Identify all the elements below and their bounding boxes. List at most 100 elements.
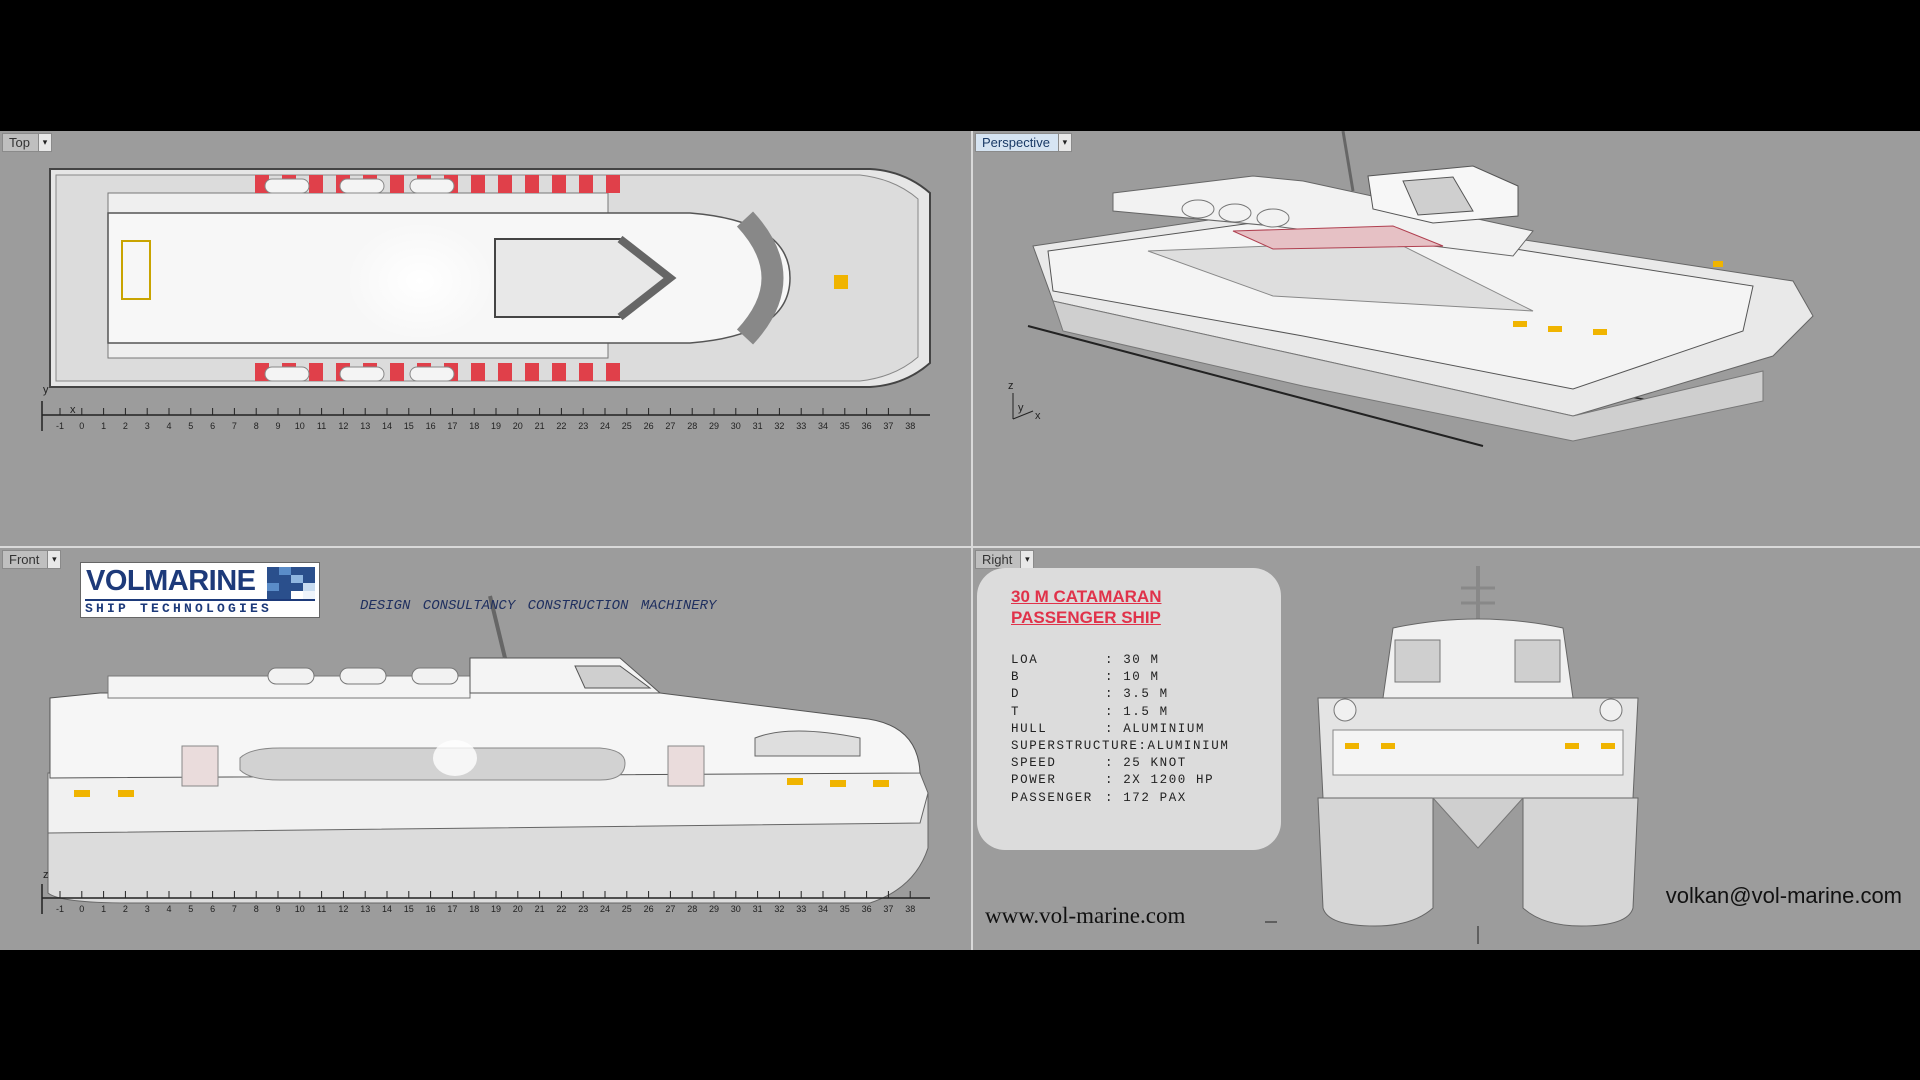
viewport-right[interactable]: z Right ▾ 30 M CATAMARAN PASSENGER SHIP … [973,548,1920,950]
viewport-tab-top[interactable]: Top ▾ [2,133,52,152]
ruler-tick-label: 22 [556,904,566,914]
chevron-down-icon[interactable]: ▾ [1020,551,1034,568]
ruler-tick-label: 30 [731,421,741,431]
ruler-tick-label: 1 [101,421,106,431]
ruler-tick-label: 7 [232,421,237,431]
logo-brand: VOLMARINE [86,565,256,597]
logo-tagline: SHIP TECHNOLOGIES [85,599,315,616]
ruler-tick-label: 23 [578,421,588,431]
ruler-tick-label: 11 [317,421,326,431]
spec-row-depth: D: 3.5 M [1011,687,1169,702]
ruler-tick-label: 6 [210,421,215,431]
axis-x-label: x [1035,410,1041,422]
ruler-tick-label: 27 [665,421,675,431]
ruler-tick-label: 0 [79,904,84,914]
ruler-tick-label: 28 [687,421,697,431]
spec-row-superstructure: SUPERSTRUCTURE:ALUMINIUM [1011,739,1230,754]
ruler-tick-label: 12 [338,421,348,431]
ruler-tick-label: 25 [622,904,632,914]
ruler-tick-label: 15 [404,421,414,431]
right-view-model: z [1007,566,1639,944]
ruler-tick-label: 8 [254,421,259,431]
ruler-tick-label: 26 [644,904,654,914]
ruler-tick-label: 29 [709,904,719,914]
axis-z-label: z [43,869,49,881]
ruler-tick-label: 31 [753,421,763,431]
ruler-tick-label: 15 [404,904,414,914]
logo-grid-icon [267,567,315,599]
ruler-tick-label: 20 [513,421,523,431]
ruler-tick-label: 37 [883,421,893,431]
ruler-tick-label: 18 [469,421,479,431]
chevron-down-icon[interactable]: ▾ [47,551,61,568]
spec-list: LOA: 30 M B: 10 M D: 3.5 M T: 1.5 M HULL… [1011,652,1251,807]
ruler-tick-label: -1 [56,904,64,914]
viewport-tab-front[interactable]: Front ▾ [2,550,62,569]
ruler-tick-label: 4 [166,904,171,914]
axis-y-label: y [1018,402,1024,414]
ruler-tick-label: 3 [145,421,150,431]
ruler-tick-label: 38 [905,421,915,431]
spec-card: 30 M CATAMARAN PASSENGER SHIP LOA: 30 M … [977,568,1281,850]
viewport-divider-vertical[interactable] [971,131,973,950]
chevron-down-icon[interactable]: ▾ [37,134,51,151]
viewport-perspective[interactable]: z x y Perspective ▾ [973,131,1920,546]
ruler-tick-label: 5 [188,421,193,431]
ruler-tick-label: 37 [883,904,893,914]
ruler-tick-label: 32 [774,904,784,914]
ruler-tick-label: 13 [360,421,370,431]
viewport-divider-horizontal[interactable] [0,546,1920,548]
ruler-tick-label: 1 [101,904,106,914]
spec-row-hull: HULL: ALUMINIUM [1011,721,1206,736]
ruler-tick-label: 28 [687,904,697,914]
ruler-tick-label: 6 [210,904,215,914]
ruler-tick-label: 14 [382,421,392,431]
spec-row-loa: LOA: 30 M [1011,653,1160,667]
spec-row-power: POWER: 2X 1200 HP [1011,773,1215,788]
ruler-tick-label: 29 [709,421,719,431]
ruler-tick-label: 34 [818,421,828,431]
ruler-tick-label: 12 [338,904,348,914]
company-logo: VOLMARINE SHIP TECHNOLOGIES [80,562,320,618]
viewport-tab-label: Perspective [982,135,1050,150]
ruler-tick-label: 31 [753,904,763,914]
ruler-tick-label: 35 [840,904,850,914]
chevron-down-icon[interactable]: ▾ [1057,134,1071,151]
ruler-tick-label: 19 [491,904,501,914]
ruler-tick-label: 34 [818,904,828,914]
ruler-tick-label: 38 [905,904,915,914]
ruler-tick-label: 19 [491,421,501,431]
ruler-tick-label: 32 [774,421,784,431]
axis-z-label: z [1008,380,1014,392]
perspective-view-model: z x y [1008,131,1814,447]
viewport-tab-right[interactable]: Right ▾ [975,550,1035,569]
ruler-tick-label: 0 [79,421,84,431]
spec-row-draft: T: 1.5 M [1011,704,1169,719]
website-link[interactable]: www.vol-marine.com [985,903,1186,928]
ruler-tick-label: 24 [600,904,610,914]
ruler-tick-label: -1 [56,421,64,431]
spec-row-beam: B: 10 M [1011,670,1160,685]
ruler-tick-label: 3 [145,904,150,914]
ruler-tick-label: 21 [535,904,545,914]
email-link[interactable]: volkan@vol-marine.com [1665,883,1902,908]
ruler-tick-label: 8 [254,904,259,914]
viewport-tab-perspective[interactable]: Perspective ▾ [975,133,1072,152]
ruler-tick-label: 16 [426,421,436,431]
ruler-tick-label: 21 [535,421,545,431]
ruler-tick-label: 24 [600,421,610,431]
ruler-tick-label: 18 [469,904,479,914]
spec-row-speed: SPEED: 25 KNOT [1011,756,1187,771]
ruler-tick-label: 26 [644,421,654,431]
ruler-tick-label: 9 [275,421,280,431]
ruler-tick-label: 2 [123,421,128,431]
ruler-tick-label: 33 [796,904,806,914]
ruler-tick-label: 33 [796,421,806,431]
ruler-tick-label: 20 [513,904,523,914]
ruler-tick-label: 25 [622,421,632,431]
